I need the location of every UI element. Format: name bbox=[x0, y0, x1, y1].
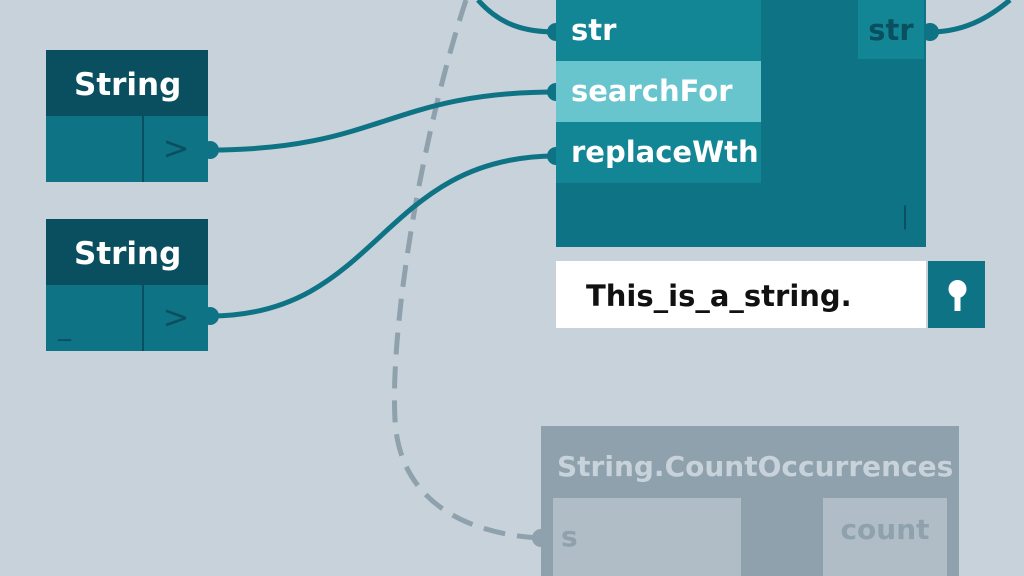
pin-preview-button[interactable] bbox=[926, 261, 985, 328]
count-occurrences-node[interactable]: String.CountOccurrences s count bbox=[541, 426, 959, 576]
wire-into-str bbox=[476, 0, 557, 35]
node-title[interactable]: String.CountOccurrences bbox=[557, 450, 954, 483]
string-node-2[interactable]: String _ > bbox=[46, 219, 208, 351]
faded-wire bbox=[392, 0, 541, 541]
output-port-str[interactable]: str bbox=[858, 0, 924, 59]
string-node-body: _ > bbox=[46, 285, 208, 351]
string-node-body: > bbox=[46, 116, 208, 182]
pin-icon bbox=[948, 280, 967, 311]
string-replace-node[interactable]: str searchFor replaceWth str | bbox=[556, 0, 926, 247]
string-value-input[interactable] bbox=[46, 116, 142, 182]
input-port-str[interactable]: str bbox=[556, 0, 761, 61]
string-value-input[interactable]: _ bbox=[58, 312, 71, 342]
input-port-s[interactable]: s bbox=[553, 498, 741, 576]
input-port-searchfor[interactable]: searchFor bbox=[556, 61, 761, 122]
output-chevron-icon[interactable]: > bbox=[142, 116, 208, 182]
wire-string2-replacewth bbox=[209, 153, 557, 319]
output-port-count[interactable]: count bbox=[823, 498, 947, 576]
string-node-title[interactable]: String bbox=[46, 219, 208, 285]
string-node-1[interactable]: String > bbox=[46, 50, 208, 182]
output-chevron-icon[interactable]: > bbox=[142, 285, 208, 351]
wire-out-str bbox=[929, 0, 1012, 35]
string-node-title[interactable]: String bbox=[46, 50, 208, 116]
lacing-indicator: | bbox=[901, 202, 910, 230]
input-port-replacewth[interactable]: replaceWth bbox=[556, 122, 761, 183]
node-preview-value: This_is_a_string. bbox=[556, 261, 926, 328]
wire-string1-searchfor bbox=[209, 89, 557, 153]
